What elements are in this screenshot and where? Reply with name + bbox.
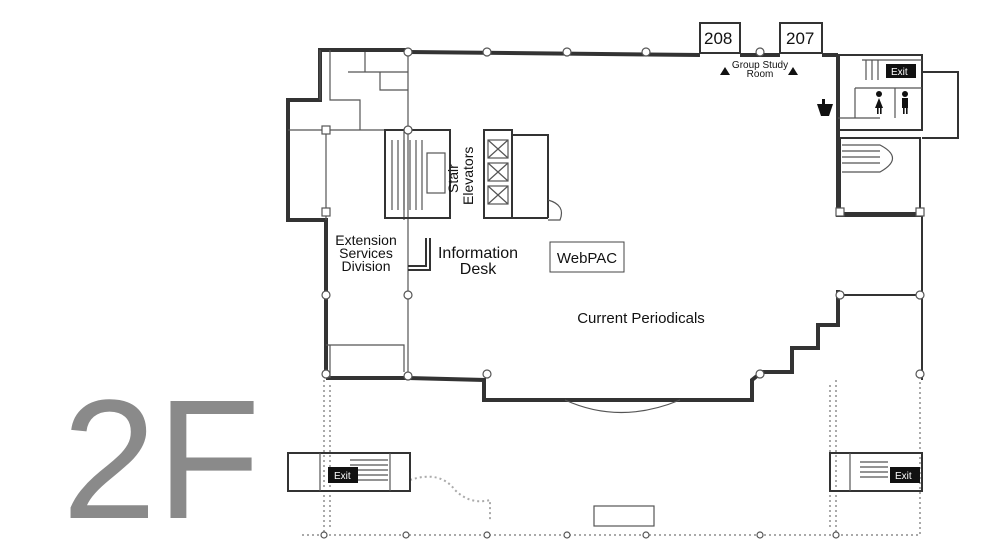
terrace-boundary <box>300 380 921 536</box>
up-arrow-icon <box>788 67 798 75</box>
female-restroom-icon <box>875 91 883 114</box>
east-wall <box>838 215 923 380</box>
group-study-line1: Group Study <box>732 60 788 71</box>
extension-line2: Services <box>339 245 393 261</box>
curved-bay <box>564 399 681 414</box>
male-restroom-icon <box>902 91 908 114</box>
drinking-fountain-icon <box>817 99 833 116</box>
exit-sign-top-right <box>886 64 916 78</box>
exit-sign-bottom-left <box>328 467 358 483</box>
room-208-box <box>699 22 741 54</box>
information-desk-counter <box>408 238 431 271</box>
room-207-box <box>779 22 823 54</box>
exit-label-top-right: Exit <box>891 67 908 78</box>
outer-wall <box>286 48 922 402</box>
exit-label-bottom-left: Exit <box>334 471 351 482</box>
current-periodicals-label: Current Periodicals <box>577 310 705 327</box>
room-207-label: 207 <box>786 29 814 48</box>
extension-line3: Division <box>341 258 390 274</box>
room-208-label: 208 <box>704 29 732 48</box>
extension-line1: Extension <box>335 232 396 248</box>
columns <box>320 47 925 539</box>
information-line1: Information <box>438 245 518 262</box>
exit-sign-bottom-right <box>890 467 920 483</box>
stairwell-bottom-right <box>829 452 923 492</box>
information-line2: Desk <box>460 261 497 278</box>
webpac-terminal[interactable] <box>549 241 625 273</box>
terrace-path <box>409 475 491 520</box>
up-arrow-icon <box>720 67 730 75</box>
webpac-label: WebPAC <box>557 250 617 267</box>
elevators-label: Elevators <box>460 147 476 205</box>
stair-label: Stair <box>445 164 461 193</box>
floor-label: 2F <box>62 365 260 555</box>
stairwell-bottom-left <box>287 452 411 492</box>
terrace-planter <box>593 505 655 527</box>
stair-elevator-block <box>384 129 563 221</box>
restroom-block <box>838 54 959 214</box>
exit-label-bottom-right: Exit <box>895 471 912 482</box>
group-study-line2: Room <box>747 69 774 80</box>
